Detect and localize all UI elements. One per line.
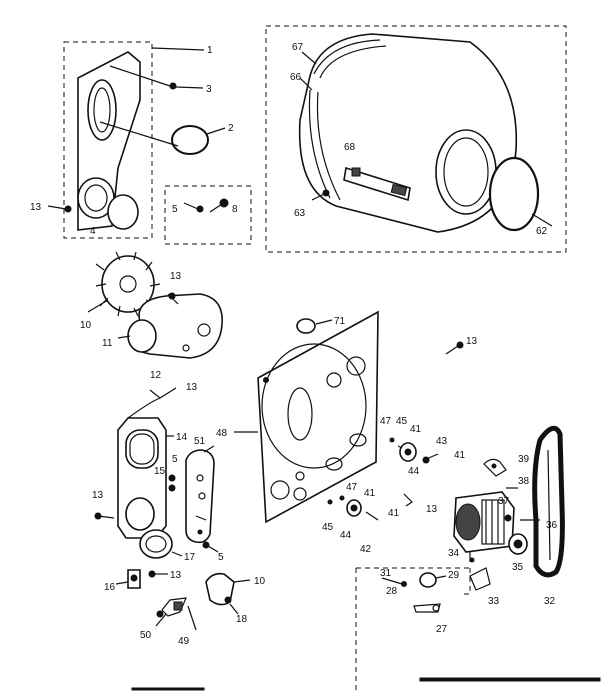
label-13: 13 (30, 202, 42, 213)
label-15: 15 (154, 466, 166, 477)
label-35: 35 (512, 562, 524, 573)
label-34: 34 (448, 548, 460, 559)
label-3: 3 (206, 84, 212, 95)
label-51: 51 (194, 436, 206, 447)
label-44: 44 (408, 466, 420, 477)
label-41: 41 (388, 508, 400, 519)
label-13: 13 (170, 570, 182, 581)
part-labels: 1 3 2 13 4 5 8 67 66 68 63 62 13 10 11 7… (30, 42, 558, 647)
label-1: 1 (207, 45, 213, 56)
label-50: 50 (140, 630, 152, 641)
label-13: 13 (170, 271, 182, 282)
label-18: 18 (236, 614, 248, 625)
label-36: 36 (546, 520, 558, 531)
label-41: 41 (364, 488, 376, 499)
label-41: 41 (410, 424, 422, 435)
label-4: 4 (90, 226, 96, 237)
label-31: 31 (380, 568, 392, 579)
label-13: 13 (466, 336, 478, 347)
label-45: 45 (396, 416, 408, 427)
label-45: 45 (322, 522, 334, 533)
label-33: 33 (488, 596, 500, 607)
label-10: 10 (80, 320, 92, 331)
label-47: 47 (380, 416, 392, 427)
label-48: 48 (216, 428, 228, 439)
drum-group (265, 25, 567, 253)
label-16: 16 (104, 582, 116, 593)
lower-left-parts-group (115, 529, 251, 631)
front-panel-group (47, 41, 252, 245)
label-37: 37 (498, 496, 510, 507)
label-2: 2 (228, 123, 234, 134)
label-66: 66 (290, 72, 302, 83)
label-71: 71 (334, 316, 346, 327)
label-13: 13 (92, 490, 104, 501)
idler-group (131, 567, 601, 691)
label-17: 17 (184, 552, 196, 563)
blower-group (87, 251, 223, 359)
label-10: 10 (254, 576, 266, 587)
label-5: 5 (218, 552, 224, 563)
label-38: 38 (518, 476, 530, 487)
label-8: 8 (232, 204, 238, 215)
label-43: 43 (436, 436, 448, 447)
label-27: 27 (436, 624, 448, 635)
label-62: 62 (536, 226, 548, 237)
label-11: 11 (102, 338, 113, 349)
label-67: 67 (292, 42, 304, 53)
exhaust-duct-group (94, 387, 219, 553)
label-41: 41 (454, 450, 466, 461)
label-68: 68 (344, 142, 356, 153)
label-13: 13 (426, 504, 438, 515)
label-12: 12 (150, 370, 162, 381)
label-49: 49 (178, 636, 190, 647)
motor-group (453, 425, 565, 578)
label-28: 28 (386, 586, 398, 597)
label-5: 5 (172, 454, 178, 465)
label-14: 14 (176, 432, 188, 443)
bearing-parts-group (327, 437, 439, 521)
label-47: 47 (346, 482, 358, 493)
label-44: 44 (340, 530, 352, 541)
label-5: 5 (172, 204, 178, 215)
label-13: 13 (186, 382, 198, 393)
rear-bulkhead-group (234, 310, 464, 524)
label-63: 63 (294, 208, 306, 219)
label-32: 32 (544, 596, 556, 607)
label-42: 42 (360, 544, 372, 555)
label-39: 39 (518, 454, 530, 465)
label-29: 29 (448, 570, 460, 581)
